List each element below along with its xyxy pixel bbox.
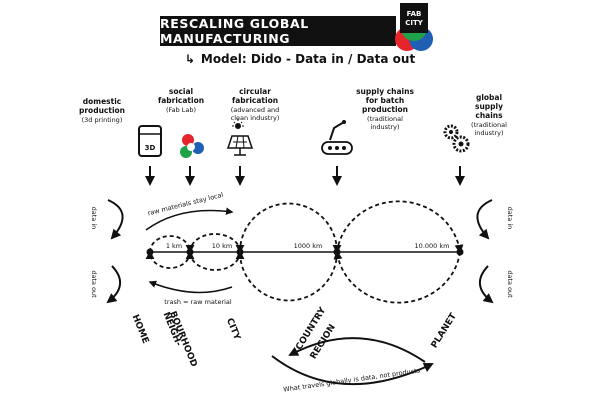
- label-note: clean industry): [231, 114, 280, 122]
- label-line: circular: [239, 87, 271, 96]
- logo-text-bottom: CITY: [405, 19, 424, 27]
- loop-planet-top: [336, 200, 464, 254]
- page-title: RESCALING GLOBAL MANUFACTURING: [160, 16, 309, 46]
- producer-arrows: [145, 166, 465, 186]
- trash-label: trash = raw material: [164, 298, 232, 306]
- loop-home-top: [149, 235, 195, 254]
- distance-1km: 1 km: [166, 242, 182, 250]
- label-line: for batch: [366, 96, 405, 105]
- label-note: (advanced and: [231, 106, 280, 114]
- distance-1000km: 1000 km: [294, 242, 323, 250]
- label-social: social fabrication (Fab Lab): [158, 87, 204, 114]
- fab-city-logo: FAB CITY: [395, 3, 433, 51]
- label-supply-chains: supply chains for batch production (trad…: [356, 87, 414, 131]
- loop-home-bottom: [145, 250, 191, 269]
- loop-neigh-top: [189, 233, 245, 254]
- label-note: industry): [370, 123, 399, 131]
- data-in-arrow-right: [476, 199, 493, 240]
- scale-planet: PLANET: [430, 311, 460, 350]
- label-note: (traditional: [471, 121, 507, 129]
- data-in-label-right: data in: [506, 207, 514, 230]
- data-out-label-left: data out: [90, 270, 98, 298]
- logo-box: [400, 3, 428, 33]
- printer-label: 3D: [145, 144, 156, 152]
- label-note: industry): [474, 129, 503, 137]
- gears-icon: [443, 124, 470, 153]
- data-in-label-left: data in: [90, 207, 98, 230]
- loop-city-bottom: [235, 250, 338, 302]
- label-line: domestic: [83, 97, 122, 106]
- 3d-printer-icon: 3D: [138, 125, 162, 157]
- distance-10000km: 10.000 km: [415, 242, 450, 250]
- label-line: production: [79, 106, 125, 115]
- solar-panel-icon: [226, 119, 254, 156]
- label-note: (3d printing): [82, 116, 123, 124]
- loop-planet-bottom: [333, 250, 461, 304]
- raw-materials-arrow: [145, 207, 234, 231]
- subtitle-text: Model: Dido - Data in / Data out: [200, 52, 416, 66]
- arrow-icon: ↳: [184, 52, 195, 66]
- data-out-arrow-left: [106, 265, 121, 304]
- label-line: social: [169, 87, 193, 96]
- label-line: fabrication: [158, 96, 204, 105]
- data-out-label-right: data out: [506, 270, 514, 298]
- label-line: fabrication: [232, 96, 278, 105]
- label-global-supply: global supply chains (traditional indust…: [471, 93, 507, 137]
- scale-city: CITY: [224, 317, 242, 342]
- subtitle: ↳ Model: Dido - Data in / Data out: [0, 52, 600, 66]
- global-arrow-top: [288, 337, 426, 363]
- title-banner: RESCALING GLOBAL MANUFACTURING: [160, 16, 396, 46]
- logo-text-top: FAB: [407, 10, 422, 18]
- label-line: chains: [475, 111, 503, 120]
- fab-lab-logo-icon: [180, 134, 204, 158]
- trash-arrow: [148, 280, 233, 294]
- label-line: production: [362, 105, 408, 114]
- global-arrow-bottom: [271, 355, 434, 386]
- data-in-arrow-left: [107, 199, 124, 240]
- label-line: global: [476, 93, 502, 102]
- label-line: supply chains: [356, 87, 414, 96]
- loop-city-top: [239, 202, 342, 254]
- label-note: (traditional: [367, 115, 403, 123]
- label-domestic: domestic production (3d printing): [79, 97, 125, 124]
- data-out-arrow-right: [479, 265, 494, 304]
- label-line: supply: [475, 102, 503, 111]
- conveyor-robot-icon: [321, 120, 353, 155]
- label-note: (Fab Lab): [166, 106, 196, 114]
- scale-home: HOME: [130, 313, 151, 345]
- label-circular: circular fabrication (advanced and clean…: [231, 87, 280, 122]
- loop-neigh-bottom: [185, 250, 241, 271]
- flow-loops: [145, 200, 464, 304]
- global-data-label: What travels globally is data, not produ…: [283, 366, 422, 393]
- distance-10km: 10 km: [212, 242, 232, 250]
